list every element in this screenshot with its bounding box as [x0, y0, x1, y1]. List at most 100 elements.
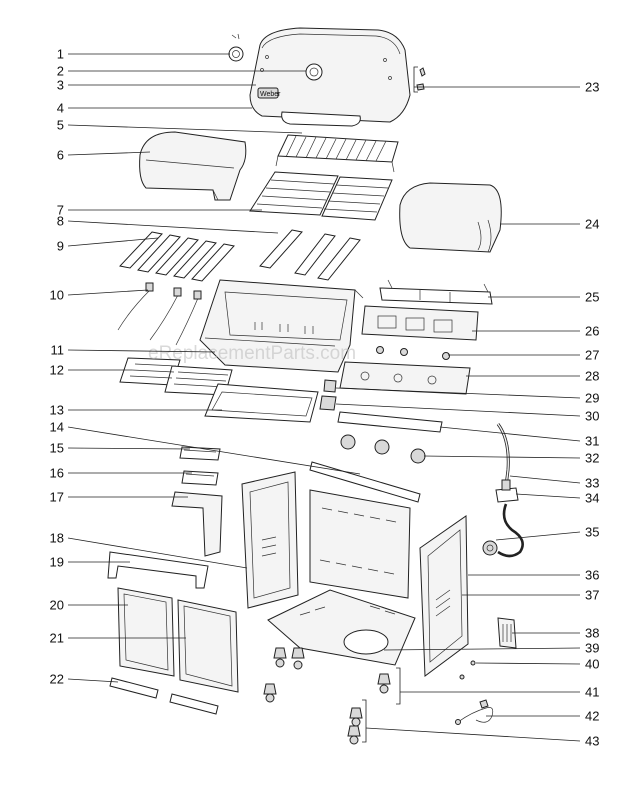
leader-line-33 — [509, 475, 581, 484]
callout-number-20: 20 — [50, 598, 64, 613]
callout-number-3: 3 — [57, 78, 64, 93]
callout-number-37: 37 — [585, 588, 599, 603]
callout-number-36: 36 — [585, 568, 599, 583]
callout-number-7: 7 — [57, 203, 64, 218]
callout-number-18: 18 — [50, 531, 64, 546]
callout-number-41: 41 — [585, 685, 599, 700]
callout-number-1: 1 — [57, 47, 64, 62]
callout-number-14: 14 — [50, 420, 64, 435]
part-grease-tray — [204, 383, 319, 423]
leader-line-9 — [67, 237, 159, 247]
callout-number-26: 26 — [585, 324, 599, 339]
callout-number-19: 19 — [50, 555, 64, 570]
part-warming-rack — [275, 134, 399, 173]
callout-number-8: 8 — [57, 214, 64, 229]
callout-number-21: 21 — [50, 631, 64, 646]
part-cooking-grates — [249, 171, 393, 221]
callout-number-38: 38 — [585, 626, 599, 641]
part-control-knobs — [340, 434, 426, 464]
leader-line-31 — [439, 426, 581, 442]
callout-number-16: 16 — [50, 466, 64, 481]
part-casters — [263, 647, 391, 703]
part-manifold-bracket — [379, 279, 493, 305]
part-right-side-table — [399, 182, 502, 253]
leader-line-6 — [67, 151, 151, 156]
callout-number-31: 31 — [585, 434, 599, 449]
part-bezels — [376, 346, 450, 360]
part-locking-casters — [347, 707, 363, 745]
part-control-console — [339, 361, 471, 395]
part-fuel-scale — [497, 617, 517, 649]
part-gas-hose — [496, 423, 510, 487]
leader-line-35 — [495, 531, 581, 541]
callout-number-5: 5 — [57, 118, 64, 133]
leader-line-39 — [383, 647, 581, 651]
leader-line-11 — [67, 349, 216, 353]
callout-number-22: 22 — [50, 672, 64, 687]
part-door-handles — [109, 677, 219, 715]
leader-line-5 — [67, 124, 303, 134]
callout-number-24: 24 — [585, 217, 599, 232]
part-thermometer — [228, 33, 244, 62]
part-igniter-wire — [455, 699, 494, 725]
part-igniter-electrodes — [117, 282, 202, 346]
callout-number-43: 43 — [585, 734, 599, 749]
callout-number-25: 25 — [585, 290, 599, 305]
part-regulator-bracket — [495, 479, 519, 503]
part-flavorizer-bars — [259, 229, 361, 281]
leader-line-43 — [365, 727, 581, 742]
callout-number-39: 39 — [585, 641, 599, 656]
part-screw — [459, 660, 476, 680]
part-regulator — [482, 503, 524, 558]
part-cookbox — [199, 279, 364, 373]
lid-badge: Weber — [260, 91, 281, 98]
part-igniter-module — [319, 379, 337, 411]
callout-number-10: 10 — [50, 288, 64, 303]
callout-number-2: 2 — [57, 64, 64, 79]
part-left-frame — [241, 471, 299, 609]
callout-number-13: 13 — [50, 403, 64, 418]
callout-number-30: 30 — [585, 409, 599, 424]
leader-lines — [67, 53, 581, 742]
watermark: eReplacementParts.com — [148, 343, 356, 364]
leader-line-40 — [475, 662, 581, 665]
part-left-side-table — [139, 131, 247, 201]
leader-line-10 — [67, 289, 149, 296]
part-heat-deflectors — [119, 231, 235, 282]
part-catch-pan — [181, 470, 219, 486]
callout-number-42: 42 — [585, 709, 599, 724]
callout-number-29: 29 — [585, 391, 599, 406]
callout-number-15: 15 — [50, 441, 64, 456]
part-front-rail — [309, 461, 421, 503]
part-bottom-panel — [267, 589, 416, 666]
leader-line-34 — [515, 493, 581, 499]
leader-line-8 — [67, 220, 279, 234]
callout-number-35: 35 — [585, 525, 599, 540]
part-right-door — [177, 599, 239, 693]
leader-line-30 — [335, 403, 581, 417]
callout-number-27: 27 — [585, 348, 599, 363]
leader-line-29 — [335, 387, 581, 399]
callout-number-23: 23 — [585, 80, 599, 95]
part-catch-pan-holder — [171, 491, 223, 557]
part-right-frame — [419, 515, 469, 677]
part-heat-deflector-plates — [119, 357, 233, 396]
callout-number-33: 33 — [585, 476, 599, 491]
leader-line-14 — [67, 426, 361, 475]
callout-number-4: 4 — [57, 101, 64, 116]
part-heat-shield — [337, 411, 443, 433]
callout-number-11: 11 — [51, 343, 65, 358]
callout-number-28: 28 — [585, 369, 599, 384]
callout-number-9: 9 — [57, 239, 64, 254]
leader-line-22 — [67, 678, 119, 683]
leader-line-32 — [423, 455, 581, 459]
callout-number-34: 34 — [585, 491, 599, 506]
callout-number-40: 40 — [585, 657, 599, 672]
callout-labels: 1234567891011121314151617181920212223242… — [50, 47, 600, 749]
callout-number-12: 12 — [50, 363, 64, 378]
leader-line-15 — [67, 447, 191, 450]
part-control-panel — [361, 305, 479, 341]
callout-number-6: 6 — [57, 148, 64, 163]
part-back-panel — [309, 489, 411, 599]
